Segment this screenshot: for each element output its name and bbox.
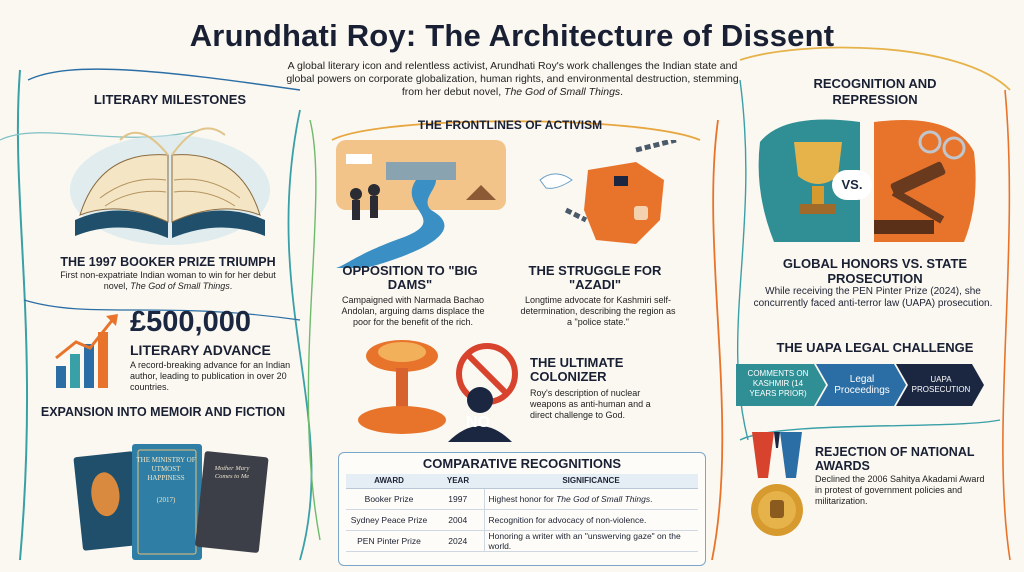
year-cell: 1997 bbox=[432, 488, 484, 510]
significance-cell: Honoring a writer with an "unswerving ga… bbox=[483, 530, 698, 552]
global-honors-text: While receiving the PEN Pinter Prize (20… bbox=[753, 286, 993, 309]
page-title: Arundhati Roy: The Architecture of Disse… bbox=[189, 18, 835, 53]
uapa-process-chevrons: COMMENTS ON KASHMIR (14 YEARS PRIOR) Leg… bbox=[736, 360, 984, 410]
reject-awards-heading: REJECTION OF NATIONAL AWARDS bbox=[815, 445, 975, 473]
table-row: PEN Pinter Prize 2024 Honoring a writer … bbox=[346, 530, 698, 552]
chevron-shapes bbox=[736, 364, 984, 406]
subtitle-text: A global literary icon and relentless ac… bbox=[286, 60, 739, 98]
uapa-step-3: UAPA PROSECUTION bbox=[911, 375, 971, 394]
significance-cell: Highest honor for The God of Small Thing… bbox=[483, 488, 698, 510]
nuclear-no-illustration bbox=[358, 340, 518, 442]
vs-badge: VS. bbox=[832, 170, 872, 200]
uapa-step-2: Legal Proceedings bbox=[834, 374, 890, 396]
award-cell: Booker Prize bbox=[346, 488, 432, 510]
no-label: NO bbox=[466, 414, 490, 431]
table-row: Booker Prize 1997 Highest honor for The … bbox=[346, 488, 698, 510]
ultimate-colonizer-heading: THE ULTIMATE COLONIZER bbox=[530, 355, 624, 384]
page-subtitle: A global literary icon and relentless ac… bbox=[285, 60, 740, 99]
col-award: AWARD bbox=[346, 474, 432, 489]
significance-text: Highest honor for bbox=[488, 493, 557, 504]
memoir-fiction-heading: EXPANSION INTO MEMOIR AND FICTION bbox=[40, 405, 286, 419]
subtitle-book-title: The God of Small Things bbox=[504, 86, 621, 98]
col-year: YEAR bbox=[432, 474, 484, 489]
literary-advance-heading: LITERARY ADVANCE bbox=[130, 342, 271, 358]
kashmir-map-illustration bbox=[539, 140, 677, 244]
booker-book-title: The God of Small Things bbox=[130, 281, 230, 291]
book-ministry-title: THE MINISTRY OF UTMOST HAPPINESS bbox=[136, 456, 196, 482]
book-ministry-year: (2017) bbox=[156, 496, 176, 504]
growth-chart-icon bbox=[55, 314, 118, 388]
ultimate-colonizer-text: Roy's description of nuclear weapons as … bbox=[530, 388, 651, 420]
significance-end: . bbox=[650, 493, 653, 504]
big-dams-heading: OPPOSITION TO "BIG DAMS" bbox=[342, 263, 478, 292]
significance-book-title: The God of Small Things bbox=[556, 493, 651, 504]
booker-prize-heading: THE 1997 BOOKER PRIZE TRIUMPH bbox=[60, 255, 276, 269]
dam-river-illustration bbox=[336, 140, 506, 268]
year-cell: 2024 bbox=[432, 530, 484, 552]
literary-milestones-heading: LITERARY MILESTONES bbox=[93, 92, 247, 107]
recognition-repression-heading: RECOGNITION AND REPRESSION bbox=[813, 76, 937, 107]
award-cell: PEN Pinter Prize bbox=[346, 530, 432, 552]
literary-advance-text: A record-breaking advance for an Indian … bbox=[130, 360, 291, 392]
col-significance: SIGNIFICANCE bbox=[484, 474, 698, 489]
booker-prize-text: First non-expatriate Indian woman to win… bbox=[48, 270, 288, 292]
big-dams-text: Campaigned with Narmada Bachao Andolan, … bbox=[341, 295, 485, 327]
comparative-recognitions-heading: COMPARATIVE RECOGNITIONS bbox=[422, 456, 622, 471]
uapa-step-1: COMMENTS ON KASHMIR (14 YEARS PRIOR) bbox=[747, 369, 809, 398]
advance-amount: £500,000 bbox=[130, 306, 251, 338]
significance-cell: Recognition for advocacy of non-violence… bbox=[483, 509, 698, 531]
reject-awards-text: Declined the 2006 Sahitya Akadami Award … bbox=[815, 474, 985, 506]
uapa-challenge-heading: THE UAPA LEGAL CHALLENGE bbox=[776, 340, 974, 355]
award-cell: Sydney Peace Prize bbox=[346, 509, 432, 531]
azadi-heading: THE STRUGGLE FOR "AZADI" bbox=[528, 263, 662, 292]
table-row: Sydney Peace Prize 2004 Recognition for … bbox=[346, 509, 698, 531]
book-mother-mary-title: Mother Mary Comes to Me bbox=[214, 465, 250, 480]
broken-medal-icon bbox=[751, 432, 803, 536]
global-honors-heading: GLOBAL HONORS VS. STATE PROSECUTION bbox=[782, 256, 968, 286]
frontlines-activism-heading: THE FRONTLINES OF ACTIVISM bbox=[417, 118, 603, 132]
azadi-text: Longtime advocate for Kashmiri self-dete… bbox=[520, 295, 676, 327]
booker-text-body: First non-expatriate Indian woman to win… bbox=[60, 270, 276, 291]
booker-text-end: . bbox=[229, 281, 233, 291]
recognitions-table: AWARD YEAR SIGNIFICANCE Booker Prize 199… bbox=[346, 474, 698, 552]
open-book-illustration bbox=[70, 127, 270, 245]
year-cell: 2004 bbox=[432, 509, 484, 531]
books-illustration bbox=[73, 444, 269, 560]
trophy-vs-gavel-illustration bbox=[758, 119, 976, 242]
subtitle-end: . bbox=[620, 86, 624, 98]
